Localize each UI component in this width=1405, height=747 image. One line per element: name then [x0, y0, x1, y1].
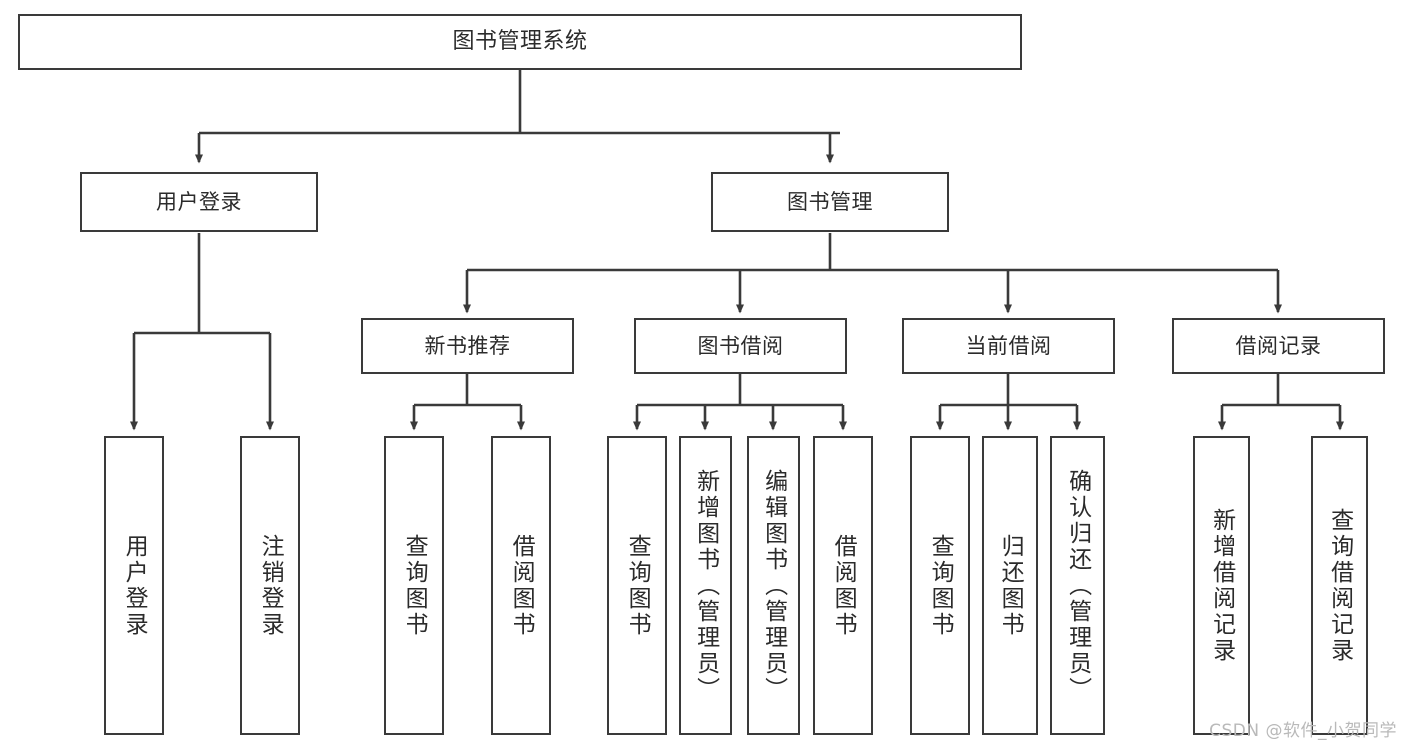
node-label: 图书管理 — [787, 189, 873, 214]
node-label: 当前借阅 — [965, 333, 1052, 358]
node-label: 查询图书 — [401, 533, 428, 638]
node-label: 查询借阅记录 — [1326, 507, 1353, 664]
node-label: 新书推荐 — [424, 333, 511, 358]
leaf-record-add-borrow-record[interactable]: 新增借阅记录 — [1193, 436, 1250, 735]
node-label: 用户登录 — [121, 533, 148, 638]
leaf-current-query-book[interactable]: 查询图书 — [910, 436, 970, 735]
node-borrow-record[interactable]: 借阅记录 — [1172, 318, 1385, 374]
node-user-login[interactable]: 用户登录 — [80, 172, 318, 232]
leaf-current-return-book[interactable]: 归还图书 — [982, 436, 1038, 735]
leaf-user-login[interactable]: 用户登录 — [104, 436, 164, 735]
leaf-new-book-query-book[interactable]: 查询图书 — [384, 436, 444, 735]
node-root-book-management-system[interactable]: 图书管理系统 — [18, 14, 1022, 70]
node-label: 注销登录 — [257, 533, 284, 638]
node-label: 编辑图书（管理员） — [760, 468, 787, 703]
node-label: 查询图书 — [927, 533, 954, 638]
node-label: 新增图书（管理员） — [692, 468, 719, 703]
node-label: 新增借阅记录 — [1208, 507, 1235, 664]
node-label: 借阅记录 — [1235, 333, 1322, 358]
node-label: 归还图书 — [997, 533, 1024, 638]
node-label: 借阅图书 — [508, 533, 535, 638]
leaf-borrow-query-book[interactable]: 查询图书 — [607, 436, 667, 735]
node-current-borrow[interactable]: 当前借阅 — [902, 318, 1115, 374]
leaf-new-book-borrow-book[interactable]: 借阅图书 — [491, 436, 551, 735]
node-book-borrow[interactable]: 图书借阅 — [634, 318, 847, 374]
leaf-record-query-borrow-record[interactable]: 查询借阅记录 — [1311, 436, 1368, 735]
leaf-borrow-edit-book-admin[interactable]: 编辑图书（管理员） — [747, 436, 800, 735]
leaf-current-confirm-return-admin[interactable]: 确认归还（管理员） — [1050, 436, 1105, 735]
node-label: 图书管理系统 — [452, 29, 588, 55]
leaf-logout[interactable]: 注销登录 — [240, 436, 300, 735]
node-label: 确认归还（管理员） — [1064, 468, 1091, 703]
node-label: 查询图书 — [624, 533, 651, 638]
node-label: 用户登录 — [156, 189, 242, 214]
node-label: 图书借阅 — [697, 333, 784, 358]
node-label: 借阅图书 — [830, 533, 857, 638]
leaf-borrow-borrow-book[interactable]: 借阅图书 — [813, 436, 873, 735]
leaf-borrow-add-book-admin[interactable]: 新增图书（管理员） — [679, 436, 732, 735]
node-book-management[interactable]: 图书管理 — [711, 172, 949, 232]
node-new-book-recommend[interactable]: 新书推荐 — [361, 318, 574, 374]
